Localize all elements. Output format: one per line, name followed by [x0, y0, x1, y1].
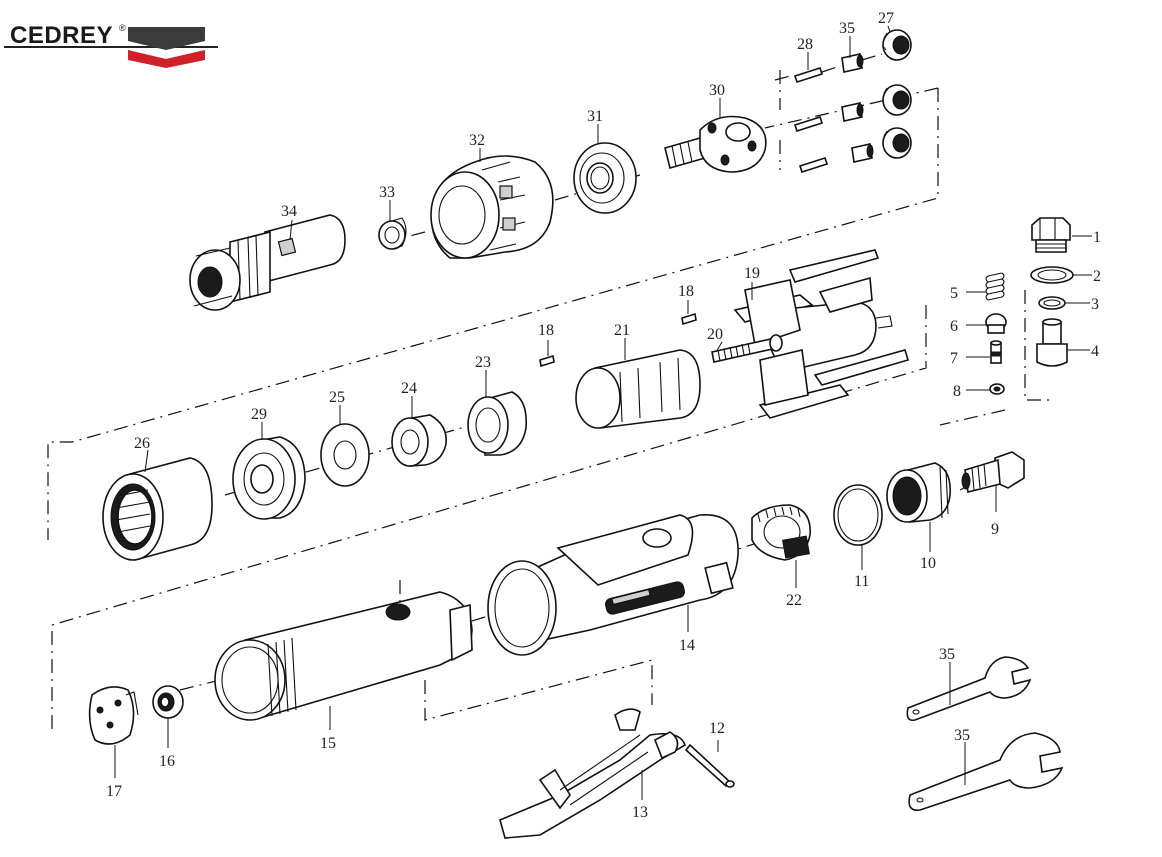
part-16-bearing [152, 685, 184, 719]
part-20-rotor-shaft [711, 334, 783, 363]
label-23: 23 [475, 354, 491, 371]
part-35-wrench-large [908, 732, 1064, 812]
label-13: 13 [632, 804, 648, 821]
part-31-ball-bearing [573, 142, 637, 214]
part-5-spring [985, 272, 1005, 301]
part-28-pin [793, 66, 829, 174]
part-22-clamp-ring [751, 504, 811, 561]
part-3-o-ring [1038, 296, 1066, 310]
logo-chevron-dark [128, 27, 205, 50]
label-33: 33 [379, 184, 395, 201]
part-19-rotor-vanes [733, 249, 909, 419]
label-25: 25 [329, 389, 345, 406]
part-14-grip-housing [487, 514, 739, 656]
part-15-front-housing [214, 591, 473, 721]
part-8-small-washer [989, 383, 1005, 395]
part-10-muffler-nut [886, 462, 952, 523]
label-14: 14 [679, 637, 695, 654]
logo-text: CEDREY [10, 22, 113, 49]
part-34-collet-spindle [189, 214, 346, 311]
part-6-ball-valve [985, 313, 1007, 334]
part-11-o-ring [833, 484, 883, 546]
part-13-throttle-lever [499, 708, 686, 839]
part-26-housing-sleeve [102, 457, 213, 562]
label-20: 20 [707, 326, 723, 343]
label-32: 32 [469, 132, 485, 149]
label-27: 27 [878, 10, 894, 27]
part-7-valve-stem [990, 340, 1002, 364]
label-31: 31 [587, 108, 603, 125]
label-18-right: 18 [678, 283, 694, 300]
label-1: 1 [1093, 229, 1101, 246]
label-15: 15 [320, 735, 336, 752]
part-23-end-plate [467, 391, 528, 456]
label-28: 28 [797, 36, 813, 53]
part-33-spacer-ring [378, 217, 407, 250]
part-17-rear-plate [88, 686, 139, 745]
label-17: 17 [106, 783, 122, 800]
label-3: 3 [1091, 296, 1099, 313]
label-8: 8 [953, 383, 961, 400]
label-18-left: 18 [538, 322, 554, 339]
part-25-washer [320, 423, 370, 487]
part-21-cylinder [575, 349, 701, 429]
part-27-planet-gear [882, 29, 912, 61]
label-35-wrench-small: 35 [939, 646, 955, 663]
label-10: 10 [920, 555, 936, 572]
part-4-valve-seat [1036, 318, 1068, 367]
part-27-planet-gear-3 [882, 127, 912, 159]
part-18-pin [539, 312, 697, 368]
part-35-wrench-small [906, 656, 1032, 722]
logo-registered-mark: ® [119, 23, 126, 33]
part-9-air-inlet [961, 451, 1025, 493]
part-30-planet-carrier [664, 115, 767, 173]
label-34: 34 [281, 203, 297, 220]
logo-chevron-red [128, 50, 205, 68]
part-1-plug [1031, 217, 1071, 253]
label-24: 24 [401, 380, 417, 397]
label-26: 26 [134, 435, 150, 452]
label-35-wrench-large: 35 [954, 727, 970, 744]
label-16: 16 [159, 753, 175, 770]
part-12-pivot-pin [684, 743, 735, 788]
part-29-bearing [232, 436, 306, 520]
part-2-washer [1030, 266, 1074, 284]
label-11: 11 [854, 573, 869, 590]
part-27-planet-gear-2 [882, 84, 912, 116]
label-35-bearing: 35 [839, 20, 855, 37]
label-29: 29 [251, 406, 267, 423]
label-21: 21 [614, 322, 630, 339]
cedrey-logo: CEDREY ® [4, 22, 218, 68]
part-32-ring-gear [430, 155, 554, 259]
label-19: 19 [744, 265, 760, 282]
label-2: 2 [1093, 268, 1101, 285]
part-number-labels: 1 2 3 4 5 6 7 8 9 10 11 12 13 14 15 16 1… [106, 10, 1101, 821]
part-24-bearing [391, 414, 447, 467]
label-6: 6 [950, 318, 958, 335]
label-9: 9 [991, 521, 999, 538]
label-4: 4 [1091, 343, 1099, 360]
label-5: 5 [950, 285, 958, 302]
label-30: 30 [709, 82, 725, 99]
label-12: 12 [709, 720, 725, 737]
leader-lines [114, 25, 1092, 800]
label-22: 22 [786, 592, 802, 609]
label-7: 7 [950, 350, 958, 367]
part-35-needle-bearing [841, 53, 874, 163]
